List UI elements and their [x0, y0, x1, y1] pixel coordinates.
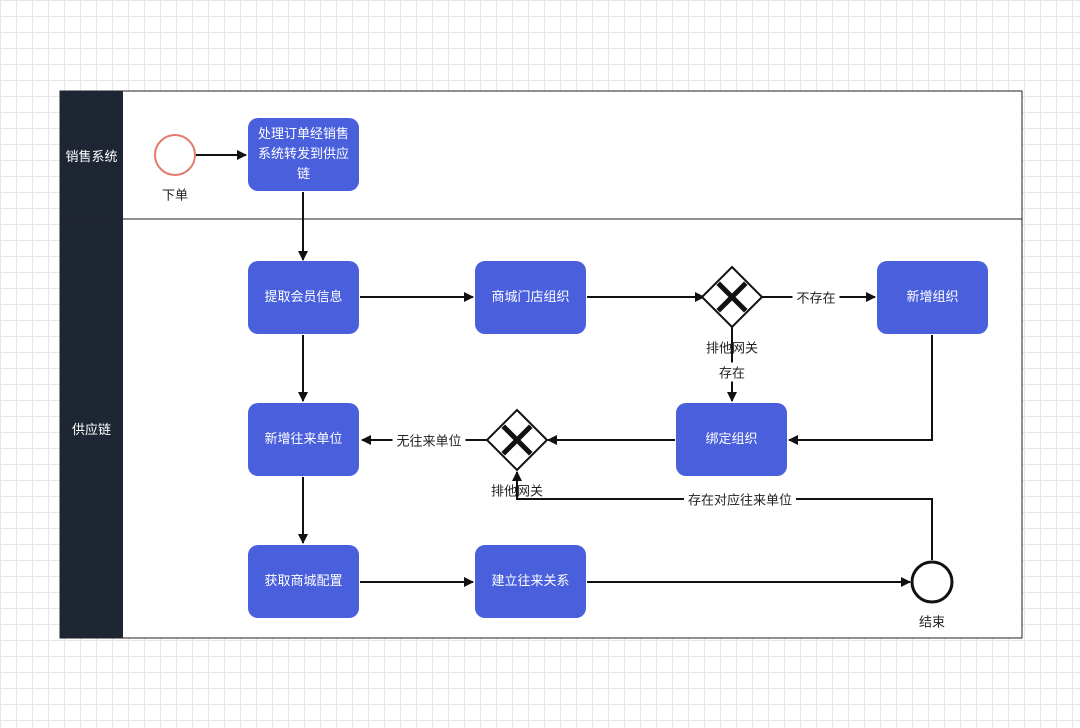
- edge-label-exist: 存在: [714, 362, 750, 382]
- edge-add-org-to-bind-org: [788, 335, 933, 445]
- end-event-label: 结束: [918, 615, 946, 631]
- lane-label-sales: 销售系统: [65, 149, 118, 165]
- lane-header-supply: [60, 219, 123, 638]
- edge-label-not-exist: 不存在: [792, 287, 840, 307]
- gateway-2-label: 排他网关: [490, 484, 544, 500]
- task-fetch-member[interactable]: 提取会员信息: [248, 261, 359, 334]
- gateway-1-label: 排他网关: [705, 341, 759, 357]
- task-process-order[interactable]: 处理订单经销售系统转发到供应链: [248, 118, 359, 191]
- task-bind-org[interactable]: 绑定组织: [676, 403, 787, 476]
- task-add-partner[interactable]: 新增往来单位: [248, 403, 359, 476]
- task-add-org[interactable]: 新增组织: [877, 261, 988, 334]
- start-event: [154, 134, 196, 176]
- exclusive-gateway-2: [485, 408, 549, 472]
- lane-header-sales: [60, 91, 123, 219]
- exclusive-gateway-1: [700, 265, 764, 329]
- end-event: [910, 560, 954, 604]
- gateway-x-icon: [501, 424, 533, 456]
- edge-label-has-partner: 存在对应往来单位: [683, 489, 797, 509]
- task-get-mall-config[interactable]: 获取商城配置: [248, 545, 359, 618]
- start-event-label: 下单: [161, 188, 189, 204]
- edge-label-no-partner: 无往来单位: [392, 430, 466, 450]
- gateway-x-icon: [716, 281, 748, 313]
- task-build-relation[interactable]: 建立往来关系: [475, 545, 586, 618]
- lane-label-supply: 供应链: [71, 423, 111, 438]
- task-mall-store-org[interactable]: 商城门店组织: [475, 261, 586, 334]
